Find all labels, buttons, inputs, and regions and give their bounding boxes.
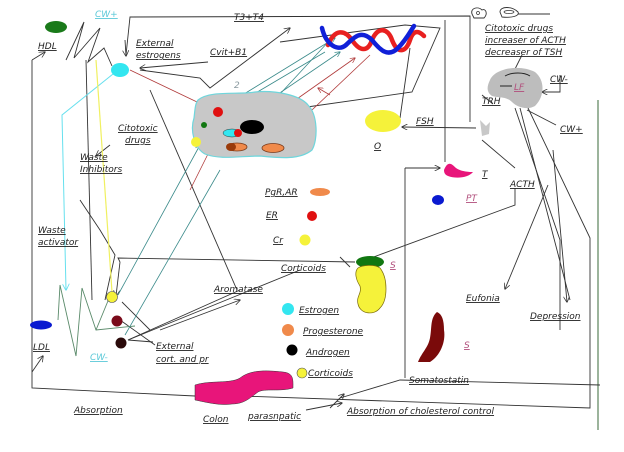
colon <box>194 370 294 405</box>
label-cvit-b1: Cvit+B1 <box>210 48 247 58</box>
label-waste-inhibitors-2: Inhibitors <box>80 165 123 175</box>
label-cw-plus-right: CW+ <box>560 125 583 135</box>
legend-corticoids-label: Corticoids <box>308 369 353 379</box>
small-organ-icon-1 <box>471 7 487 19</box>
label-waste-inhibitors-1: Waste <box>80 153 108 163</box>
er-bound <box>234 129 242 137</box>
label-cw-plus-top: CW+ <box>95 10 118 20</box>
cr-key-shape <box>299 234 311 246</box>
label-eufonia: Eufonia <box>466 294 500 304</box>
hdl-particle <box>45 21 67 33</box>
label-pgr-ar: PgR,AR <box>265 188 298 198</box>
pgr-ar-receptor-in-cell <box>261 143 285 153</box>
thyroid-gland <box>444 163 473 178</box>
label-lf: LF <box>514 83 525 93</box>
pancreas <box>418 312 445 362</box>
corticoid-receptor-green <box>201 122 207 128</box>
legend: Estrogen Progesterone Androgen Corticoid… <box>282 303 364 379</box>
dna-strand-red <box>325 28 427 53</box>
parathyroid-dot <box>432 195 444 205</box>
label-ldl: LDL <box>33 343 50 353</box>
label-cytotoxic-acth-3: decreaser of TSH <box>485 48 562 58</box>
progesterone-molecule <box>111 315 123 327</box>
ovary <box>365 110 401 132</box>
label-pt: PT <box>466 194 478 204</box>
pituitary-gland <box>480 120 490 136</box>
corticoid-in-cell <box>191 137 201 147</box>
label-waste-activator-2: activator <box>38 238 79 248</box>
ldl-particle <box>30 320 52 330</box>
corticoid-molecule <box>106 291 118 303</box>
er-receptor-in-cell <box>213 107 223 117</box>
pgr-ar-key-shape <box>310 188 330 196</box>
progesterone-bound <box>226 143 236 151</box>
legend-estrogen-swatch <box>282 303 294 315</box>
er-key-shape <box>307 211 317 221</box>
dna-strand-blue <box>319 23 417 55</box>
label-depression: Depression <box>530 312 581 322</box>
small-organ-icon-2 <box>499 7 519 18</box>
label-cw-minus-right: CW- <box>550 75 568 85</box>
label-t3-t4: T3+T4 <box>234 13 264 23</box>
androgen-in-cell <box>240 120 264 134</box>
label-cytotoxic-acth-1: Citotoxic drugs <box>485 24 553 34</box>
label-parasympathetic: parasnpatic <box>247 412 301 422</box>
connector-lines <box>31 15 601 411</box>
label-fsh: FSH <box>416 117 434 127</box>
legend-progesterone-swatch <box>282 324 294 336</box>
label-cytotoxic-drugs-1: Citotoxic <box>118 124 158 134</box>
brain-hypothalamus <box>487 67 543 109</box>
label-absorption: Absorption <box>73 406 123 416</box>
label-waste-activator-1: Waste <box>38 226 66 236</box>
label-er: ER <box>266 211 278 221</box>
label-absorption-cholesterol: Absorption of cholesterol control <box>346 407 495 417</box>
label-aromatase: Aromatase <box>213 285 263 295</box>
label-trh: TRH <box>482 97 501 107</box>
label-cytotoxic-acth-2: increaser of ACTH <box>485 36 566 46</box>
label-acth: ACTH <box>509 180 535 190</box>
label-s-adrenal: S <box>390 261 396 271</box>
label-cw-minus-bottom: CW- <box>90 353 108 363</box>
label-external-cort-2: cort. and pr <box>156 355 210 365</box>
legend-androgen-label: Androgen <box>305 348 350 358</box>
label-somatostatin: Somatostatin <box>409 376 469 386</box>
androgen-molecule <box>115 337 127 349</box>
adrenal-gland <box>355 265 387 314</box>
label-hdl: HDL <box>38 42 57 52</box>
labels: HDL CW+ External estrogens T3+T4 Cvit+B1… <box>33 10 583 425</box>
label-cr: Cr <box>273 236 284 246</box>
brain-fold-1 <box>504 72 531 77</box>
adrenal-cap <box>356 256 384 268</box>
small-organ-dot <box>476 11 480 15</box>
legend-androgen-swatch <box>286 344 298 356</box>
small-organ-inner <box>503 10 515 14</box>
label-external-cort-1: External <box>156 342 194 352</box>
legend-estrogen-label: Estrogen <box>299 306 339 316</box>
label-o: O <box>374 142 381 152</box>
label-t: T <box>482 170 489 180</box>
label-question-2: 2 <box>234 81 240 91</box>
label-corticoids-mid: Corticoids <box>281 264 326 274</box>
label-cytotoxic-drugs-2: drugs <box>125 136 151 146</box>
external-estrogen-molecule <box>111 63 129 77</box>
label-s-pancreas: S <box>464 341 470 351</box>
legend-progesterone-label: Progesterone <box>303 327 364 337</box>
label-colon: Colon <box>203 415 229 425</box>
label-external-estrogens-2: estrogens <box>136 51 181 61</box>
legend-corticoids-swatch <box>296 367 308 379</box>
label-external-estrogens-1: External <box>136 39 174 49</box>
